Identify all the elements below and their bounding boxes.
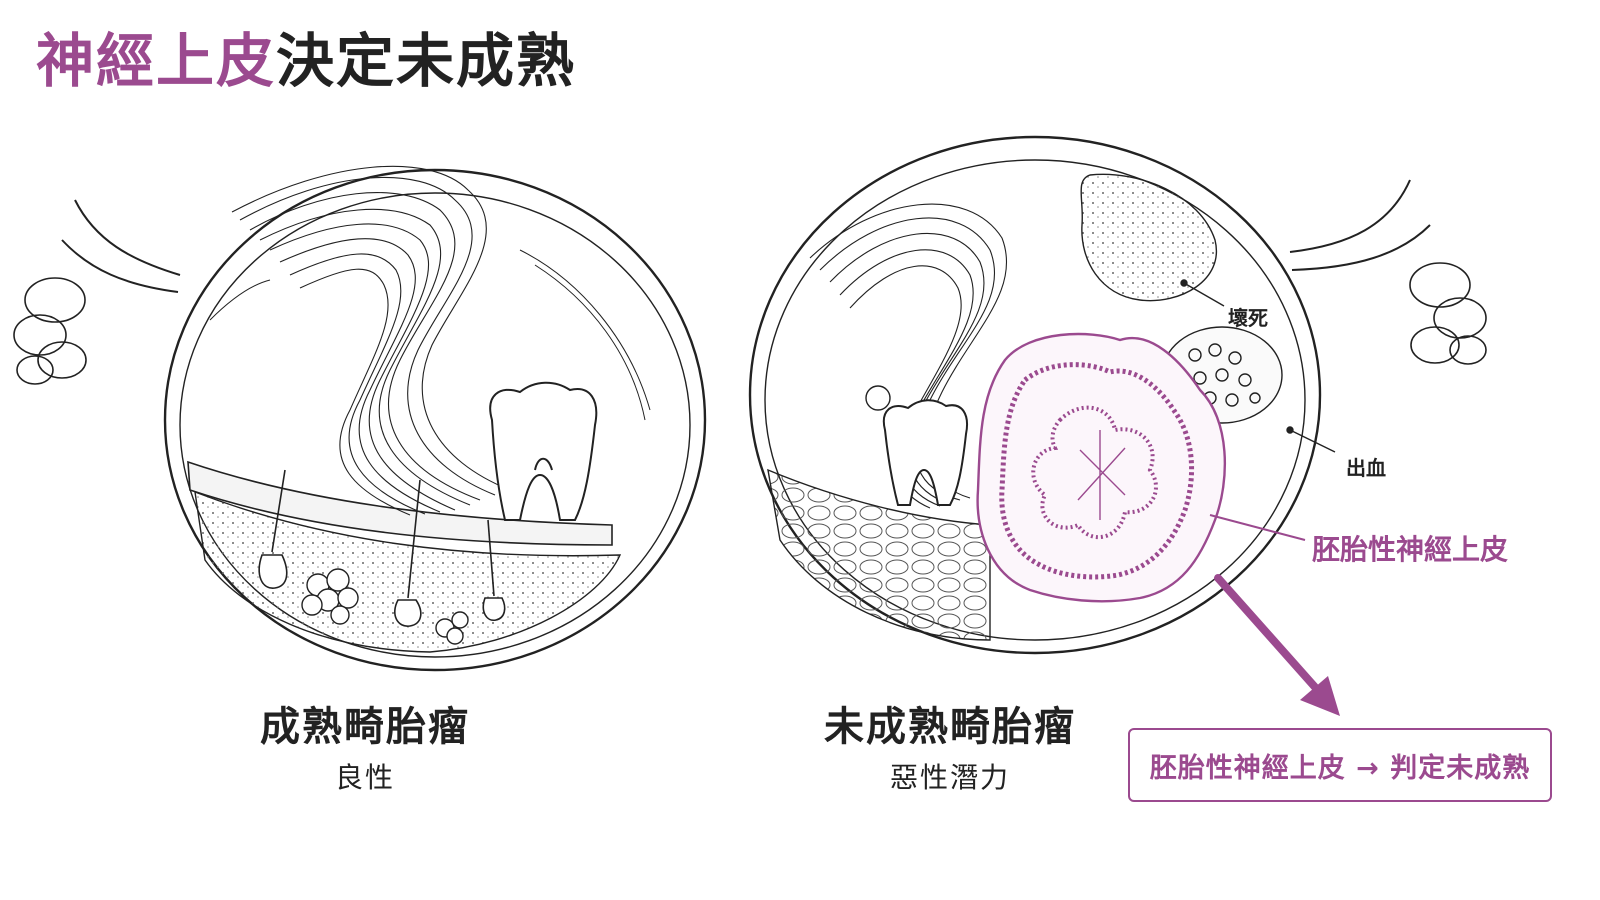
verdict-arrow [1214, 574, 1340, 716]
right-fimbria [1409, 262, 1487, 365]
sebaceous-glands [301, 568, 469, 645]
immature-teratoma-title: 未成熟畸胎瘤 [824, 704, 1076, 750]
neuroepithelium-label: 胚胎性神經上皮 [1312, 533, 1509, 566]
neuroepithelium-leader [1209, 514, 1306, 541]
page-title: 神經上皮決定未成熟 [36, 27, 577, 95]
hemorrhage-label: 出血 [1346, 456, 1386, 480]
hemorrhage-leader [1289, 429, 1336, 453]
hair-follicles [258, 469, 506, 627]
mature-teratoma-subtitle: 良性 [334, 761, 395, 794]
necrosis-leader [1183, 282, 1225, 307]
right-tooth [882, 399, 968, 506]
necrosis-region [1080, 173, 1218, 302]
mature-teratoma-figure [13, 165, 707, 672]
mature-teratoma-title: 成熟畸胎瘤 [260, 704, 470, 750]
immature-teratoma-subtitle: 惡性潛力 [889, 761, 1010, 794]
left-tooth [489, 381, 598, 521]
immature-teratoma-figure [748, 135, 1487, 655]
verdict-box: 胚胎性神經上皮 → 判定未成熟 [1128, 728, 1552, 802]
left-fimbria [13, 277, 87, 385]
hair-mass [231, 165, 511, 516]
title-accent: 神經上皮 [36, 27, 277, 95]
neuroepithelium-rosette [976, 332, 1226, 603]
callout-leaders [1180, 279, 1336, 453]
title-rest: 決定未成熟 [276, 27, 577, 95]
necrosis-label: 壞死 [1228, 306, 1268, 330]
